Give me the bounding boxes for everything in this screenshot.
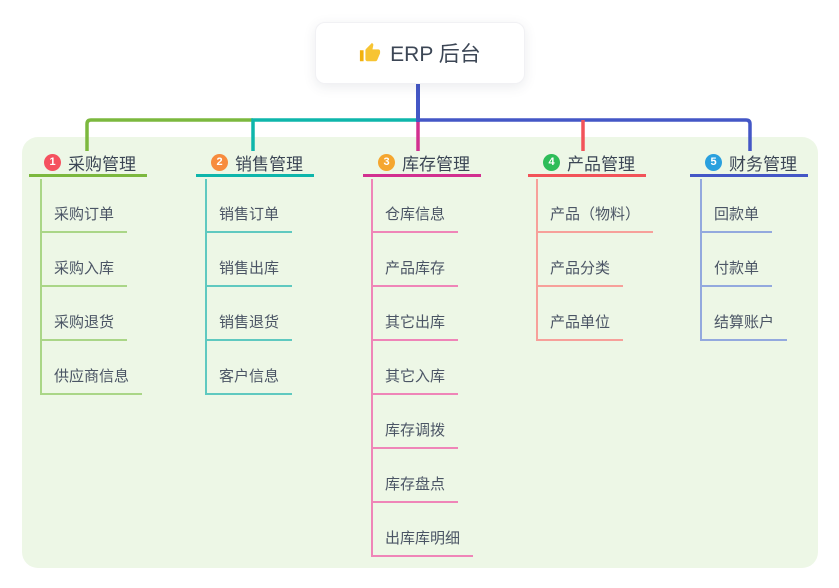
node-other-inbound[interactable]: 其它入库 bbox=[371, 366, 459, 395]
node-product-stock[interactable]: 产品库存 bbox=[371, 258, 459, 287]
branch-header-procurement[interactable]: 1 采购管理 bbox=[29, 151, 147, 177]
root-label: ERP 后台 bbox=[390, 43, 481, 66]
branch-number-badge: 2 bbox=[211, 154, 228, 171]
node-purchase-inbound[interactable]: 采购入库 bbox=[40, 258, 128, 287]
node-product-category[interactable]: 产品分类 bbox=[536, 258, 624, 287]
branch-header-inventory[interactable]: 3 库存管理 bbox=[363, 151, 481, 177]
node-stock-transfer[interactable]: 库存调拨 bbox=[371, 420, 459, 449]
branch-label: 库存管理 bbox=[402, 155, 470, 174]
branches-panel bbox=[22, 137, 818, 568]
node-product-unit[interactable]: 产品单位 bbox=[536, 312, 624, 341]
node-warehouse-info[interactable]: 仓库信息 bbox=[371, 204, 459, 233]
branch-label: 采购管理 bbox=[68, 155, 136, 174]
node-supplier-info[interactable]: 供应商信息 bbox=[40, 366, 143, 395]
node-purchase-return[interactable]: 采购退货 bbox=[40, 312, 128, 341]
node-inout-detail[interactable]: 出库库明细 bbox=[371, 528, 474, 557]
branch-header-sales[interactable]: 2 销售管理 bbox=[196, 151, 314, 177]
branch-number-badge: 5 bbox=[705, 154, 722, 171]
node-payment-doc[interactable]: 付款单 bbox=[700, 258, 773, 287]
branch-number-badge: 3 bbox=[378, 154, 395, 171]
node-sales-order[interactable]: 销售订单 bbox=[205, 204, 293, 233]
branch-label: 销售管理 bbox=[235, 155, 303, 174]
branch-number-badge: 4 bbox=[543, 154, 560, 171]
node-sales-outbound[interactable]: 销售出库 bbox=[205, 258, 293, 287]
node-receipt-doc[interactable]: 回款单 bbox=[700, 204, 773, 233]
node-stock-check[interactable]: 库存盘点 bbox=[371, 474, 459, 503]
branch-header-finance[interactable]: 5 财务管理 bbox=[690, 151, 808, 177]
branch-label: 财务管理 bbox=[729, 155, 797, 174]
node-customer-info[interactable]: 客户信息 bbox=[205, 366, 293, 395]
root-node[interactable]: ERP 后台 bbox=[315, 22, 525, 84]
node-settlement-account[interactable]: 结算账户 bbox=[700, 312, 788, 341]
node-product-material[interactable]: 产品（物料） bbox=[536, 204, 654, 233]
branch-number-badge: 1 bbox=[44, 154, 61, 171]
node-other-outbound[interactable]: 其它出库 bbox=[371, 312, 459, 341]
thumbs-up-icon bbox=[359, 42, 381, 64]
branch-label: 产品管理 bbox=[567, 155, 635, 174]
node-purchase-order[interactable]: 采购订单 bbox=[40, 204, 128, 233]
node-sales-return[interactable]: 销售退货 bbox=[205, 312, 293, 341]
branch-header-product[interactable]: 4 产品管理 bbox=[528, 151, 646, 177]
